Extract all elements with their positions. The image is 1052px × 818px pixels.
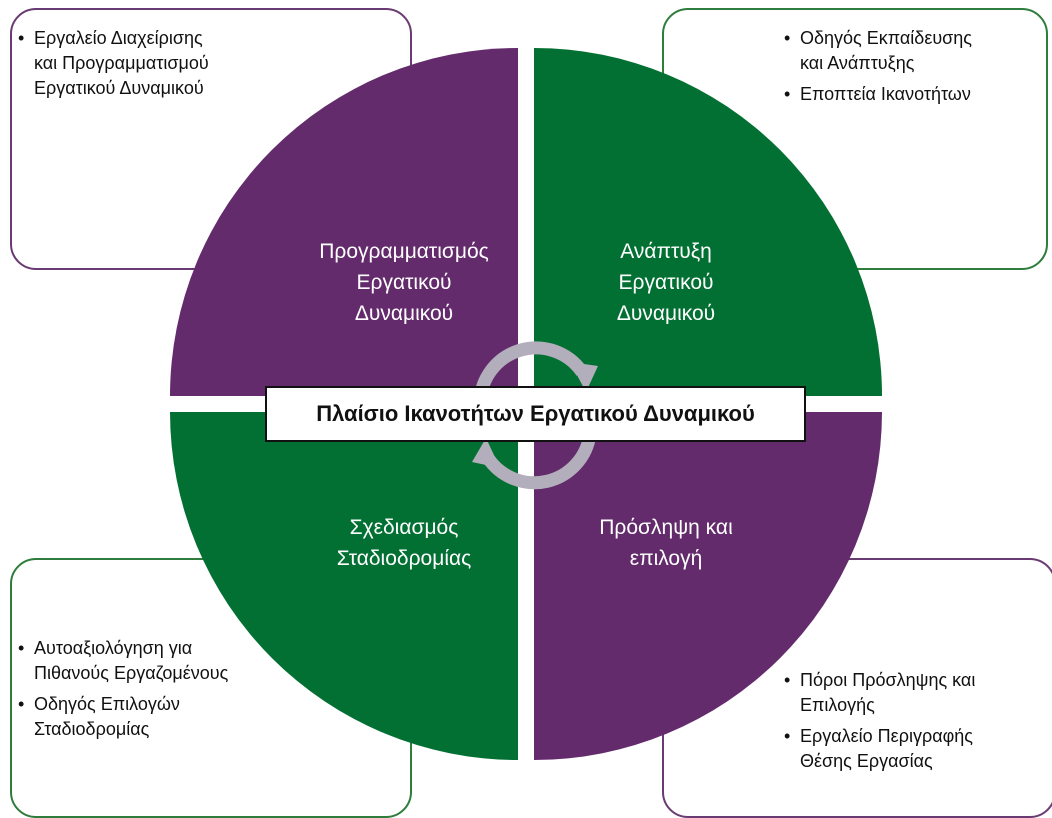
resource-list-bottom-left: Αυτοαξιολόγηση για Πιθανούς Εργαζομένους… — [18, 636, 228, 748]
quadrant-recruitment-selection — [534, 412, 882, 760]
resource-item: Πόροι Πρόσληψης και Επιλογής — [784, 668, 975, 718]
quadrant-workforce-planning — [170, 48, 518, 396]
quadrant-workforce-development — [534, 48, 882, 396]
quadrant-label-recruitment-selection: Πρόσληψη και επιλογή — [599, 516, 733, 570]
center-title-box: Πλαίσιο Ικανοτήτων Εργατικού Δυναμικού — [265, 386, 806, 442]
resource-item: Εργαλείο Διαχείρισης και Προγραμματισμού… — [18, 26, 209, 101]
resource-item: Οδηγός Εκπαίδευσης και Ανάπτυξης — [784, 26, 972, 76]
resource-item: Οδηγός Επιλογών Σταδιοδρομίας — [18, 692, 228, 742]
quadrant-label-workforce-development: Ανάπτυξη Εργατικού Δυναμικού — [616, 240, 716, 325]
resource-list-top-left: Εργαλείο Διαχείρισης και Προγραμματισμού… — [18, 26, 209, 107]
quadrant-label-career-planning: Σχεδιασμός Σταδιοδρομίας — [336, 516, 472, 570]
resource-item: Εποπτεία Ικανοτήτων — [784, 82, 972, 107]
resource-item: Εργαλείο Περιγραφής Θέσης Εργασίας — [784, 724, 975, 774]
resource-list-top-right: Οδηγός Εκπαίδευσης και Ανάπτυξης Εποπτεί… — [784, 26, 972, 113]
framework-title: Πλαίσιο Ικανοτήτων Εργατικού Δυναμικού — [316, 401, 755, 426]
resource-list-bottom-right: Πόροι Πρόσληψης και Επιλογής Εργαλείο Πε… — [784, 668, 975, 780]
quadrant-label-workforce-planning: Προγραμματισμός Εργατικού Δυναμικού — [319, 240, 489, 325]
circular-arrows-icon — [472, 341, 598, 490]
resource-item: Αυτοαξιολόγηση για Πιθανούς Εργαζομένους — [18, 636, 228, 686]
quadrant-career-planning — [170, 412, 518, 760]
